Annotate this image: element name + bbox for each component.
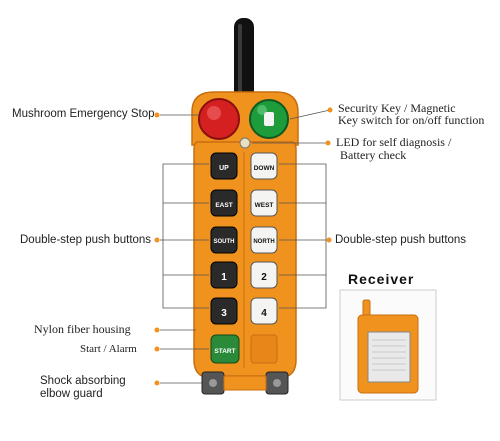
button-2-label: 2 [261,272,267,283]
label-shock-2: elbow guard [40,388,103,400]
button-4-label: 4 [261,308,267,319]
button-3-label: 3 [221,308,227,319]
button-down-label: DOWN [254,165,275,172]
receiver-label-plate [367,331,411,383]
button-start-label: START [214,348,235,355]
label-led-1: LED for self diagnosis / [336,135,452,149]
emergency-stop-button[interactable] [198,98,240,140]
button-1[interactable]: 1 [210,261,238,289]
label-start-alarm: Start / Alarm [80,343,137,355]
blank-panel [250,334,278,364]
callout-dots [154,107,333,386]
nylon-housing [193,141,297,377]
label-double-step-right: Double-step push buttons [335,234,467,246]
button-up[interactable]: UP [210,152,238,180]
button-2[interactable]: 2 [250,261,278,289]
label-shock-1: Shock absorbing [40,375,126,387]
button-south[interactable]: SOUTH [210,226,238,254]
button-down[interactable]: DOWN [250,152,278,180]
button-north-label: NORTH [253,239,274,245]
button-4[interactable]: 4 [250,297,278,325]
label-nylon-housing: Nylon fiber housing [34,322,131,336]
button-north[interactable]: NORTH [250,226,278,254]
callout-lines [160,109,331,384]
label-mushroom-stop: Mushroom Emergency Stop [12,108,155,120]
button-3[interactable]: 3 [210,297,238,325]
antenna [234,18,254,100]
button-east-label: EAST [215,202,232,209]
label-security-key-2: Key switch for on/off function [338,113,485,127]
label-double-step-left: Double-step push buttons [20,234,152,246]
receiver-title: Receiver [348,271,415,287]
button-south-label: SOUTH [214,239,235,245]
button-1-label: 1 [221,272,227,283]
led-indicator [239,137,251,149]
button-start[interactable]: START [210,334,240,364]
button-west-label: WEST [255,202,274,209]
label-led-2: Battery check [340,148,407,162]
label-security-key-1: Security Key / Magnetic [338,101,456,115]
button-east[interactable]: EAST [210,189,238,217]
button-west[interactable]: WEST [250,189,278,217]
button-up-label: UP [219,165,229,172]
